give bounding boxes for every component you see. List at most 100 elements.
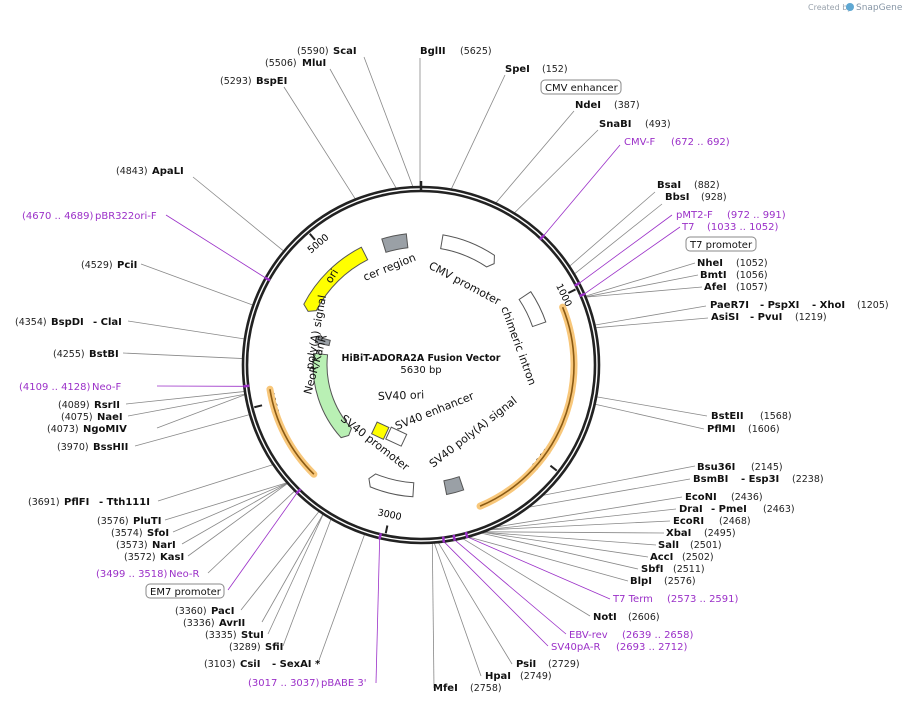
site-name: SalI [658, 540, 679, 551]
site-name: NgoMIV [83, 424, 127, 435]
orf-band-line [269, 389, 315, 475]
primer-pos: (3499 .. 3518) [96, 569, 168, 580]
site-name: PflMI [707, 424, 735, 435]
site-name: AfeI [704, 282, 727, 293]
site-pos: (1057) [736, 282, 768, 293]
primer-name: Neo-F [92, 382, 122, 393]
site-name: BbsI [665, 192, 689, 203]
ruler-tick [309, 233, 316, 241]
hsv-polya-arrow [314, 336, 331, 347]
leader-line [482, 531, 657, 546]
site-name: - Esp3I [741, 474, 779, 485]
leader-line [363, 56, 414, 188]
site-name: SfiI [265, 642, 283, 653]
cer-arrow [381, 233, 409, 253]
site-name: PaeR7I [710, 300, 749, 311]
orf-band-line [479, 306, 575, 507]
site-pos: (152) [542, 64, 568, 75]
leader-line [127, 320, 245, 340]
site-pos: (5625) [460, 46, 492, 57]
site-name: SfoI [147, 528, 169, 539]
primer-name: CMV-F [624, 137, 655, 148]
leader-line [595, 317, 709, 329]
site-name: NarI [152, 540, 176, 551]
site-name: NdeI [575, 100, 601, 111]
ruler-tick-label: 5000 [306, 232, 332, 256]
leader-line [165, 214, 266, 279]
leader-line [513, 129, 599, 214]
primer-mark [452, 534, 456, 542]
leader-line [157, 464, 274, 502]
em7-promoter-box [145, 583, 225, 599]
site-name: - SexAI * [272, 659, 321, 670]
site-pos: (5590) [297, 46, 329, 57]
site-pos: (2463) [763, 504, 795, 515]
primer-mark [574, 281, 581, 287]
primer-name: T7 Term [612, 594, 653, 605]
sv40-promoter-arrow [368, 473, 415, 498]
created-by-text: Created by [808, 3, 852, 12]
site-pos: (2436) [731, 492, 763, 503]
leader-line [466, 536, 611, 600]
feature-arrows [266, 233, 578, 510]
leader-line [454, 539, 567, 635]
leader-line [488, 520, 671, 531]
primer-name: pMT2-F [676, 210, 713, 221]
primer-pos: (972 .. 991) [727, 210, 786, 221]
site-pos: (2495) [704, 528, 736, 539]
leader-line [489, 508, 677, 530]
site-name: CsiI [240, 659, 260, 670]
site-name: AvrII [219, 618, 245, 629]
primer-name: pBABE 3' [321, 678, 367, 689]
leader-line [585, 262, 696, 297]
site-name: PflFI [64, 497, 89, 508]
cmv-enhancer-box [540, 79, 622, 95]
primer-name: EBV-rev [569, 630, 608, 641]
leader-line [584, 226, 681, 295]
leader-line [122, 352, 244, 359]
leader-line [375, 538, 381, 684]
leader-line [494, 496, 683, 528]
site-pos: (3103) [204, 659, 236, 670]
ruler-tick [384, 525, 389, 534]
primer-pos: (672 .. 692) [671, 137, 730, 148]
leader-line [261, 513, 324, 623]
site-pos: (4529) [81, 260, 113, 271]
site-pos: (1568) [760, 411, 792, 422]
site-name: BmtI [700, 270, 727, 281]
site-name: - PvuI [750, 312, 782, 323]
boxed-labels: CMV enhancer T7 promoter EM7 promoter [145, 79, 757, 599]
leader-line [172, 482, 288, 533]
primer-name: SV40pA-R [551, 642, 600, 653]
site-pos: (387) [614, 100, 640, 111]
leader-line [192, 176, 285, 252]
site-name: DraI [679, 504, 703, 515]
site-name: BspEI [256, 76, 287, 87]
leader-line [481, 531, 649, 558]
primer-pos: (3017 .. 3037) [248, 678, 320, 689]
leader-line [317, 533, 366, 664]
site-name: Bsu36I [697, 462, 735, 473]
site-name: EcoRI [673, 516, 704, 527]
site-name: PluTI [133, 516, 161, 527]
site-pos: (2511) [673, 564, 705, 575]
ruler-tick [254, 404, 263, 409]
primer-pos: (2573 .. 2591) [667, 594, 739, 605]
site-pos: (3335) [205, 630, 237, 641]
site-labels: (5590) ScaI (5506) MluI (5293) BspEI Bgl… [15, 46, 889, 694]
site-name: SbfI [641, 564, 663, 575]
leader-line [543, 144, 621, 237]
site-pos: (2238) [792, 474, 824, 485]
leader-line [431, 542, 435, 689]
plasmid-name: HiBiT-ADORA2A Fusion Vector [342, 353, 501, 364]
site-name: - ClaI [93, 317, 122, 328]
snapgene-logo-icon [846, 3, 854, 11]
leader-line [329, 68, 397, 189]
ori-arrow [303, 246, 369, 312]
site-name: AsiSI [711, 312, 739, 323]
site-pos: (4255) [53, 349, 85, 360]
snapgene-brand: SnapGene [856, 3, 903, 13]
em7-promoter-label: EM7 promoter [150, 587, 222, 598]
site-name: ScaI [333, 46, 357, 57]
